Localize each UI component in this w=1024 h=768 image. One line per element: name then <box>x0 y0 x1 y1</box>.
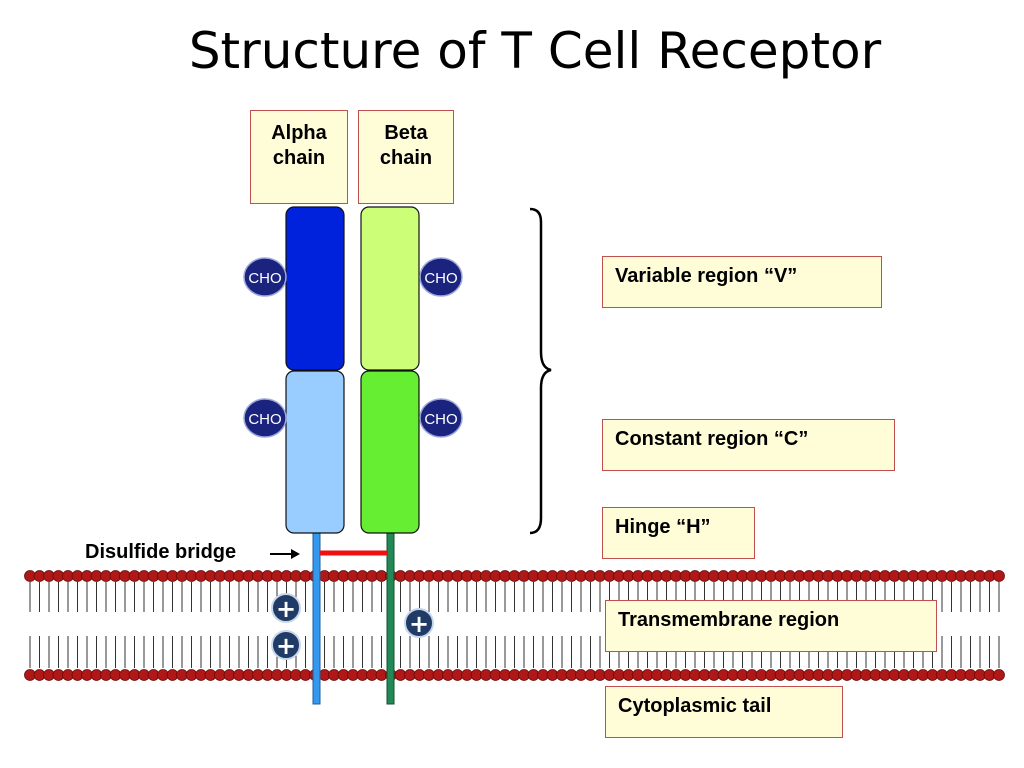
brace-variable <box>529 207 552 535</box>
beta-constant-domain <box>360 370 420 534</box>
constant-region-label: Constant region “C” <box>602 419 895 471</box>
variable-region-label: Variable region “V” <box>602 256 882 308</box>
cho-alpha-constant: CHO <box>243 398 287 438</box>
transmembrane-region-label: Transmembrane region <box>605 600 937 652</box>
cho-beta-constant: CHO <box>419 398 463 438</box>
lipid-head <box>993 669 1005 681</box>
positive-charge-symbol: + <box>409 610 429 638</box>
beta-chain-label: Beta chain <box>358 110 454 204</box>
disulfide-arrow-icon <box>270 549 300 559</box>
page-title: Structure of T Cell Receptor <box>188 22 882 80</box>
alpha-variable-domain <box>285 206 345 371</box>
alpha-chain-label: Alpha chain <box>250 110 348 204</box>
cho-alpha-variable-label: CHO <box>248 270 281 287</box>
positive-charge-icon: + <box>271 593 301 623</box>
positive-charge-icon: + <box>271 630 301 660</box>
positive-charge-symbol: + <box>276 632 296 660</box>
cho-alpha-constant-label: CHO <box>248 411 281 428</box>
beta-chain-label-line2: chain <box>379 147 433 169</box>
alpha-chain-label-line2: chain <box>272 147 326 169</box>
alpha-transmembrane-tail <box>312 529 321 705</box>
hinge-label: Hinge “H” <box>602 507 755 559</box>
positive-charge-symbol: + <box>276 595 296 623</box>
beta-transmembrane-tail <box>386 529 395 705</box>
alpha-constant-domain <box>285 370 345 534</box>
cho-beta-variable: CHO <box>419 257 463 297</box>
lipid-head <box>993 570 1005 582</box>
cho-beta-constant-label: CHO <box>424 411 457 428</box>
cho-beta-variable-label: CHO <box>424 270 457 287</box>
cytoplasmic-tail-label: Cytoplasmic tail <box>605 686 843 738</box>
beta-variable-domain <box>360 206 420 371</box>
positive-charge-icon: + <box>404 608 434 638</box>
beta-chain-label-line1: Beta <box>384 122 428 144</box>
alpha-chain-label-line1: Alpha <box>271 122 327 144</box>
disulfide-bridge-label: Disulfide bridge <box>85 541 237 563</box>
cho-alpha-variable: CHO <box>243 257 287 297</box>
